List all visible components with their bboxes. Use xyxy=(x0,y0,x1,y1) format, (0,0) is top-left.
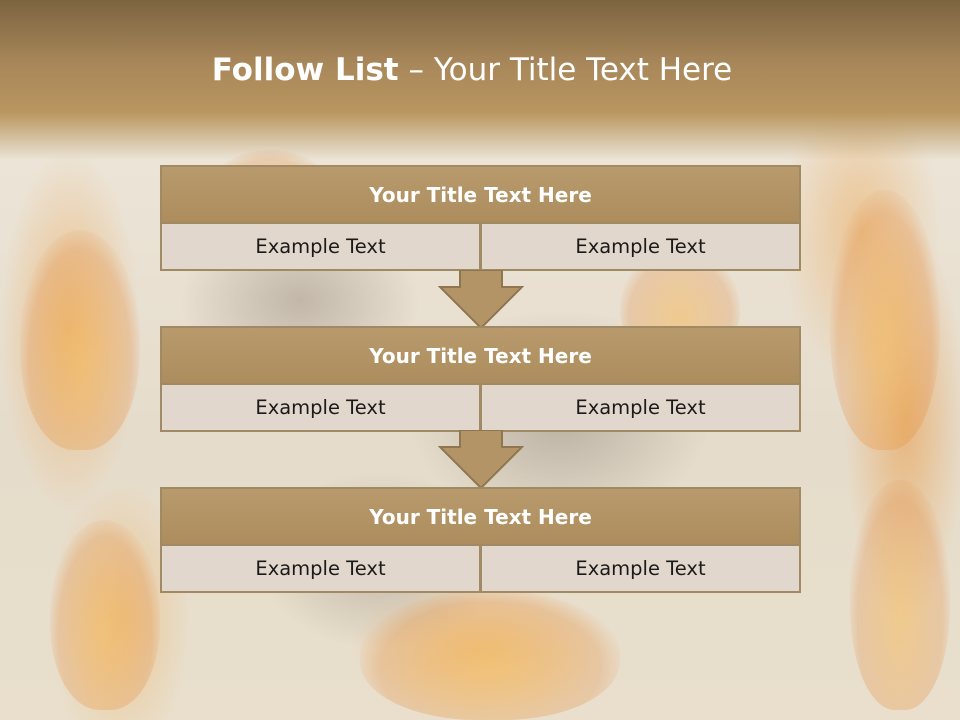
slide-title: Follow List – Your Title Text Here xyxy=(0,52,944,88)
block-title: Your Title Text Here xyxy=(162,167,799,222)
flame-shape xyxy=(360,590,620,720)
down-arrow-icon xyxy=(438,270,524,330)
block-title: Your Title Text Here xyxy=(162,328,799,383)
flame-shape xyxy=(50,520,160,710)
block-title: Your Title Text Here xyxy=(162,489,799,544)
block-cell-right: Example Text xyxy=(482,385,799,430)
block-cell-left: Example Text xyxy=(162,546,479,591)
list-block-3: Your Title Text Here Example Text Exampl… xyxy=(160,487,801,593)
block-cell-left: Example Text xyxy=(162,224,479,269)
slide-title-rest: – Your Title Text Here xyxy=(398,52,733,88)
flame-shape xyxy=(830,190,940,450)
block-cell-left: Example Text xyxy=(162,385,479,430)
down-arrow-icon xyxy=(438,430,524,490)
block-cell-right: Example Text xyxy=(482,546,799,591)
list-block-1: Your Title Text Here Example Text Exampl… xyxy=(160,165,801,271)
title-band xyxy=(0,0,960,160)
flame-shape xyxy=(850,480,950,710)
block-cell-right: Example Text xyxy=(482,224,799,269)
flame-shape xyxy=(20,230,140,450)
slide-title-bold: Follow List xyxy=(211,52,399,88)
list-block-2: Your Title Text Here Example Text Exampl… xyxy=(160,326,801,432)
